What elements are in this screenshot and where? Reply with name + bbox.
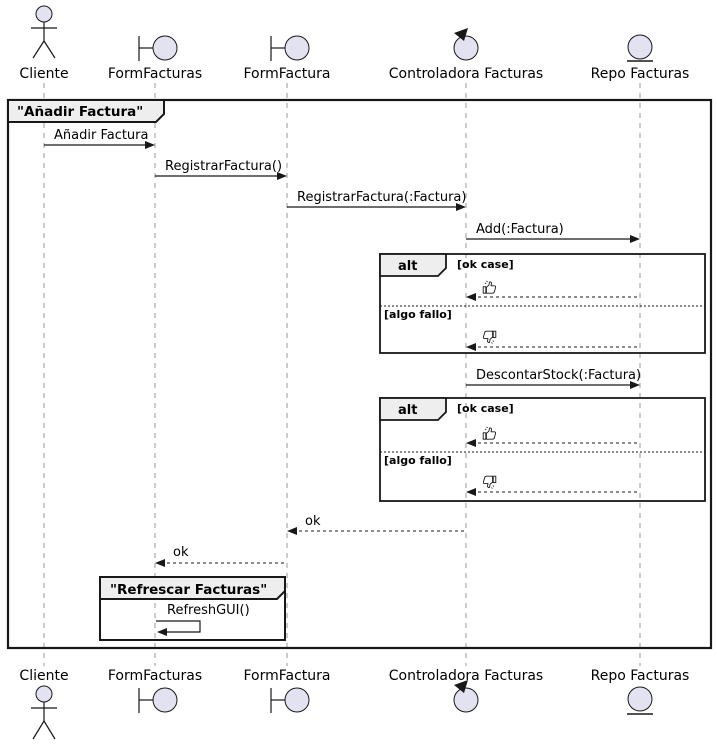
message-label: RegistrarFactura(:Factura)	[297, 190, 466, 205]
thumbs-down-icon	[482, 475, 497, 489]
participant-label: FormFacturas	[108, 66, 202, 82]
entity-icon	[627, 686, 653, 715]
inner-frame: "Refrescar Facturas" RefreshGUI()	[99, 576, 286, 641]
participant-top-controladora: Controladora Facturas	[389, 28, 543, 82]
participant-top-formfacturas: FormFacturas	[108, 35, 202, 82]
message-label: DescontarStock(:Factura)	[476, 368, 641, 383]
arrowhead-left	[466, 343, 476, 351]
boundary-icon	[138, 687, 178, 713]
arrowhead-left	[157, 628, 167, 636]
boundary-icon	[270, 687, 310, 713]
participant-label: Repo Facturas	[591, 668, 690, 684]
participant-bottom-controladora: Controladora Facturas	[389, 668, 543, 713]
participant-label: Cliente	[19, 668, 68, 684]
participant-label: Controladora Facturas	[389, 668, 543, 684]
arrowhead-right	[630, 235, 640, 243]
message-descontarstock: DescontarStock(:Factura)	[466, 368, 641, 389]
alt-fragment-2: alt [ok case] [algo fallo]	[379, 397, 706, 502]
alt-guard-ok: [ok case]	[457, 402, 514, 415]
participant-top-cliente: Cliente	[19, 5, 69, 82]
participant-label: FormFactura	[243, 66, 330, 82]
boundary-icon	[270, 35, 310, 61]
arrowhead-left	[466, 293, 476, 301]
control-icon	[453, 28, 479, 61]
participant-label: FormFacturas	[108, 668, 202, 684]
message-ok-1: ok	[287, 514, 466, 535]
participant-bottom-repo: Repo Facturas	[591, 668, 690, 715]
participant-bottom-formfacturas: FormFacturas	[108, 668, 202, 713]
main-frame-title: "Añadir Factura"	[17, 104, 143, 120]
message-label: ok	[305, 514, 321, 529]
boundary-icon	[138, 35, 178, 61]
alt-guard-fail: [algo fallo]	[384, 308, 452, 321]
actor-icon	[31, 5, 57, 59]
alt-operator-tab	[379, 253, 447, 277]
message-label: RefreshGUI()	[167, 603, 250, 618]
message-registrarfactura: RegistrarFactura()	[155, 159, 287, 180]
lifelines	[43, 83, 641, 666]
message-label: ok	[173, 545, 189, 560]
message-label: Añadir Factura	[54, 128, 149, 143]
inner-frame-title-tab	[99, 576, 286, 600]
participant-label: FormFactura	[243, 668, 330, 684]
actor-icon	[31, 685, 57, 740]
participant-bottom-formfactura: FormFactura	[243, 668, 331, 713]
message-anadir-factura: Añadir Factura	[44, 128, 155, 149]
arrowhead-left	[466, 488, 476, 496]
participant-top-repo: Repo Facturas	[591, 34, 690, 82]
alt-operator-label: alt	[398, 259, 417, 274]
main-frame-title-tab	[7, 99, 165, 123]
arrowhead-right	[277, 172, 287, 180]
thumbs-up-icon	[482, 280, 497, 294]
participant-label: Repo Facturas	[591, 66, 690, 82]
entity-icon	[627, 34, 653, 62]
main-frame: "Añadir Factura"	[6, 98, 713, 650]
reply-fail	[466, 330, 640, 351]
reply-ok	[466, 280, 640, 301]
participant-bottom-cliente: Cliente	[19, 668, 69, 740]
arrowhead-right	[456, 203, 466, 211]
alt-guard-fail: [algo fallo]	[384, 454, 452, 467]
arrowhead-right	[145, 141, 155, 149]
message-label: RegistrarFactura()	[165, 159, 282, 174]
alt-operator-label: alt	[398, 403, 417, 418]
message-registrarfactura-param: RegistrarFactura(:Factura)	[287, 190, 466, 211]
arrowhead-left	[155, 559, 165, 567]
arrowhead-left	[466, 439, 476, 447]
thumbs-down-icon	[482, 330, 497, 344]
reply-ok	[466, 426, 640, 447]
participant-label: Controladora Facturas	[389, 66, 543, 82]
message-add-factura: Add(:Factura)	[466, 222, 640, 243]
message-label: Add(:Factura)	[476, 222, 564, 237]
participant-top-formfactura: FormFactura	[243, 35, 331, 82]
control-icon	[453, 680, 479, 713]
inner-frame-title: "Refrescar Facturas"	[110, 582, 267, 598]
self-message-refreshgui: RefreshGUI()	[156, 603, 250, 636]
reply-fail	[466, 475, 640, 496]
participant-label: Cliente	[19, 66, 68, 82]
thumbs-up-icon	[482, 426, 497, 440]
alt-fragment-1: alt [ok case] [algo fallo]	[379, 253, 706, 354]
arrowhead-left	[287, 527, 297, 535]
alt-operator-tab	[379, 397, 447, 421]
arrowhead-right	[630, 381, 640, 389]
alt-guard-ok: [ok case]	[457, 258, 514, 271]
message-ok-2: ok	[155, 545, 287, 567]
